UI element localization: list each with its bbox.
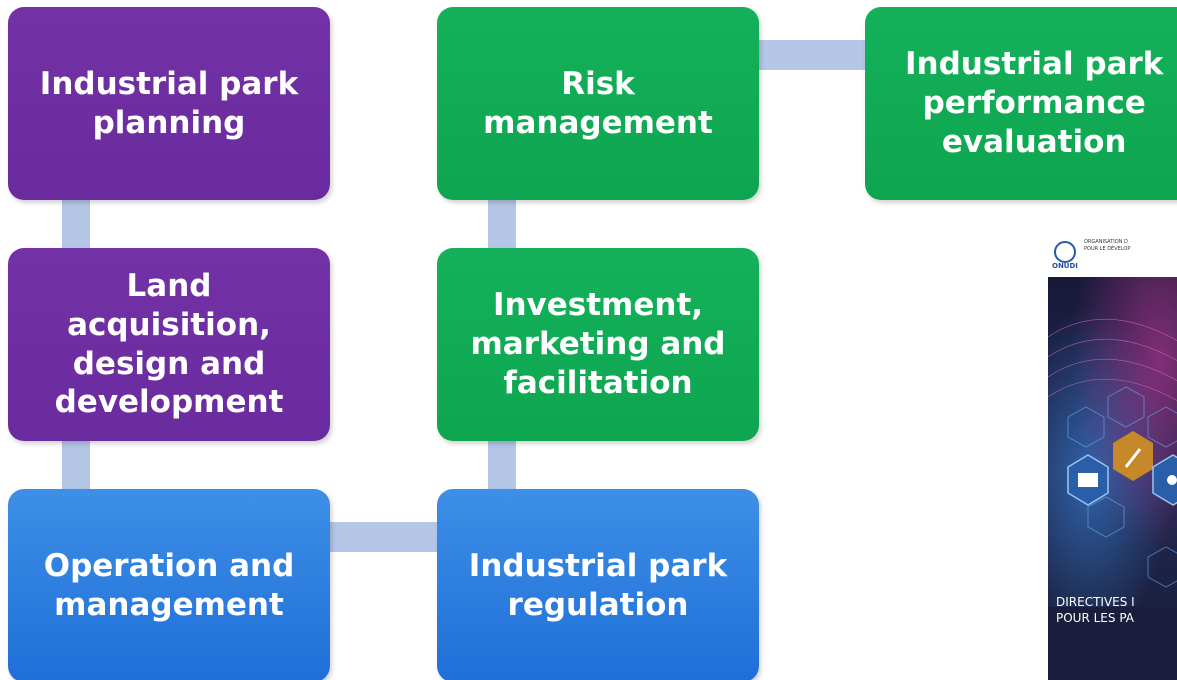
box-performance-evaluation[interactable]: Industrial park performance evaluation xyxy=(865,7,1177,200)
box-label: Investment, marketing and facilitation xyxy=(470,287,726,401)
connector-regulation-investment xyxy=(488,436,516,496)
cover-logo-text: ONUDI xyxy=(1052,262,1078,270)
report-cover-image: ORGANISATION D POUR LE DÉVELOP ONUDI xyxy=(1048,211,1177,680)
box-label: Industrial park performance evaluation xyxy=(905,46,1164,160)
connector-land-operation xyxy=(62,436,90,496)
cover-title-line1: DIRECTIVES I xyxy=(1056,595,1135,609)
box-investment-marketing[interactable]: Investment, marketing and facilitation xyxy=(437,248,759,441)
box-label: Industrial park planning xyxy=(39,65,299,141)
wheat-icon xyxy=(1113,431,1153,481)
cover-org-line2: POUR LE DÉVELOP xyxy=(1084,245,1131,252)
cover-title-line2: POUR LES PA xyxy=(1056,611,1134,626)
connector-operation-regulation xyxy=(325,522,443,552)
cover-organization: ORGANISATION D POUR LE DÉVELOP xyxy=(1084,239,1130,252)
un-emblem-icon xyxy=(1054,241,1076,263)
box-industrial-park-regulation[interactable]: Industrial park regulation xyxy=(437,489,759,680)
box-label: Risk management xyxy=(483,65,713,141)
connector-planning-land xyxy=(62,195,90,255)
box-label: Land acquisition, design and development xyxy=(54,268,284,421)
box-label: Operation and management xyxy=(43,547,295,623)
cover-title: DIRECTIVES I POUR LES PA xyxy=(1056,594,1135,626)
bank-icon xyxy=(1067,454,1109,506)
box-risk-management[interactable]: Risk management xyxy=(437,7,759,200)
box-operation-management[interactable]: Operation and management xyxy=(8,489,330,680)
hexagon-graphic xyxy=(1048,318,1177,588)
connector-investment-risk xyxy=(488,195,516,255)
connector-risk-evaluation xyxy=(755,40,873,70)
cover-org-line1: ORGANISATION D xyxy=(1084,239,1128,245)
cover-artwork xyxy=(1048,277,1177,607)
gears-icon xyxy=(1152,454,1177,506)
box-label: Industrial park regulation xyxy=(468,547,728,623)
cover-header: ORGANISATION D POUR LE DÉVELOP ONUDI xyxy=(1048,211,1177,277)
cover-logo xyxy=(1054,241,1079,263)
box-land-acquisition[interactable]: Land acquisition, design and development xyxy=(8,248,330,441)
box-industrial-park-planning[interactable]: Industrial park planning xyxy=(8,7,330,200)
